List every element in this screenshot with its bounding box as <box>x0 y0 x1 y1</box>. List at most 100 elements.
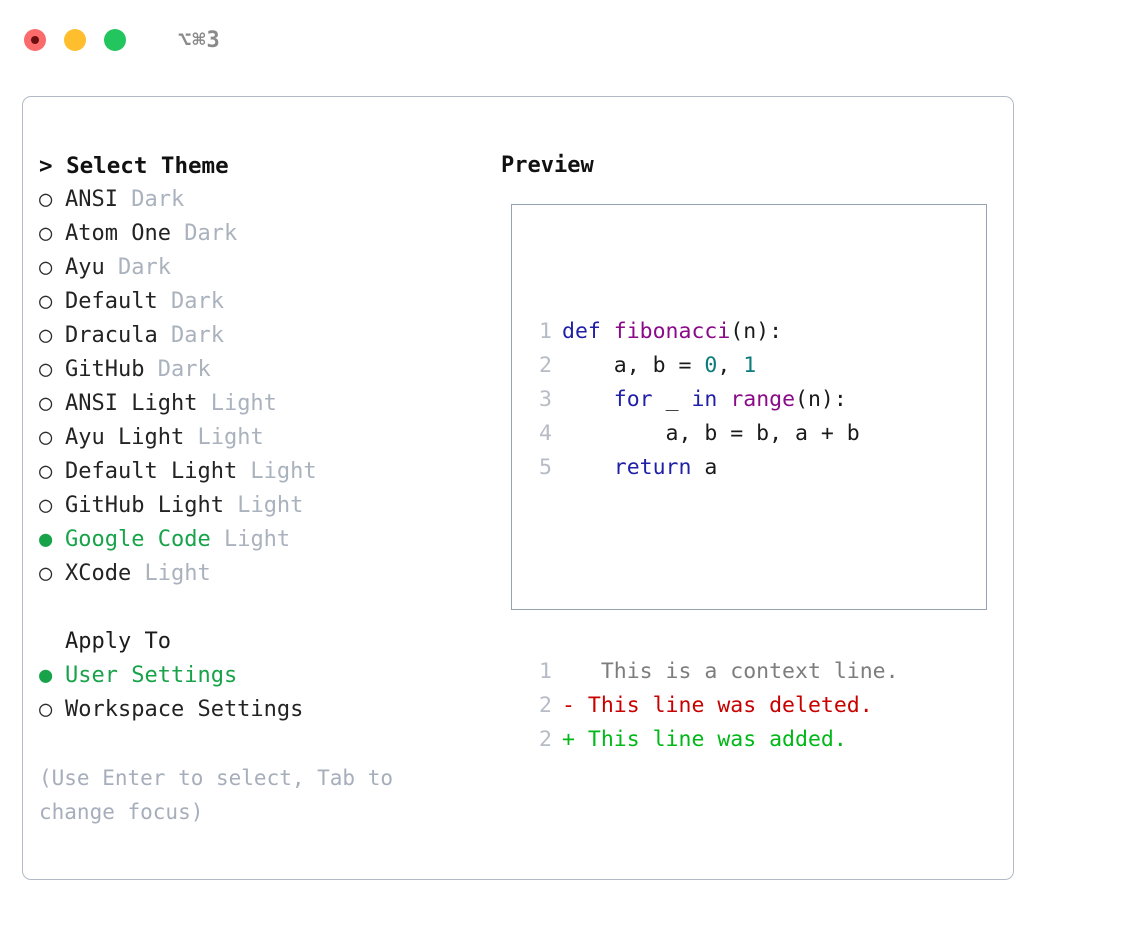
code-line: 5 return a <box>526 451 899 485</box>
keyboard-hint-text: (Use Enter to select, Tab to change focu… <box>39 766 406 824</box>
main-window: > Select Theme ○ANSI Dark○Atom One Dark○… <box>22 96 1014 880</box>
theme-list-item[interactable]: ○Default Light Light <box>39 455 479 489</box>
theme-name: Dracula <box>65 323 158 348</box>
code-token <box>562 387 614 412</box>
line-number: 1 <box>539 319 552 344</box>
theme-list-item[interactable]: ○ ANSI Light Light <box>39 387 479 421</box>
diff-text: This is a context line. <box>574 659 899 684</box>
theme-list-item[interactable]: ○Dracula Dark <box>39 319 479 353</box>
theme-list-item[interactable]: ○ ANSI Dark <box>39 183 479 217</box>
line-number: 2 <box>539 693 552 718</box>
code-token: (n): <box>730 319 783 344</box>
theme-name: Default Light <box>65 459 238 484</box>
theme-name: Google Code <box>65 527 211 552</box>
theme-category: Dark <box>144 357 211 382</box>
theme-name: GitHub Light <box>65 493 224 518</box>
diff-marker: - <box>562 693 575 718</box>
code-token: return <box>613 455 692 480</box>
radio-unselected-icon[interactable]: ○ <box>39 561 53 586</box>
line-number: 2 <box>539 727 552 752</box>
theme-list-item[interactable]: ○ Ayu Light Light <box>39 421 479 455</box>
minimize-window-icon[interactable] <box>64 29 86 51</box>
apply-to-label: Apply To <box>65 629 171 654</box>
theme-category: Light <box>223 493 304 518</box>
theme-category: Light <box>184 425 264 450</box>
theme-name: Atom One <box>65 221 171 246</box>
radio-unselected-icon[interactable]: ○ <box>39 391 53 416</box>
diff-line: 2- This line was deleted. <box>526 689 899 723</box>
theme-name: Ayu <box>65 255 105 280</box>
line-number: 5 <box>539 455 552 480</box>
theme-name: Default <box>65 289 158 314</box>
radio-unselected-icon[interactable]: ○ <box>39 187 53 212</box>
code-token <box>562 455 614 480</box>
diff-marker <box>562 659 575 684</box>
code-token: (n): <box>795 387 847 412</box>
radio-unselected-icon[interactable]: ○ <box>39 255 53 280</box>
line-number: 2 <box>539 353 552 378</box>
theme-list-item[interactable]: ● Google Code Light <box>39 523 479 557</box>
code-diff-gap <box>526 553 899 587</box>
radio-unselected-icon[interactable]: ○ <box>39 493 53 518</box>
radio-unselected-icon[interactable]: ○ <box>39 425 53 450</box>
theme-name: Ayu Light <box>65 425 185 450</box>
diff-line: 1 This is a context line. <box>526 655 899 689</box>
code-token: a <box>691 455 718 480</box>
apply-to-options: ●User Settings ○ Workspace Settings <box>39 659 479 727</box>
theme-list-item[interactable]: ○ GitHub Dark <box>39 353 479 387</box>
diff-sample: 1 This is a context line.2- This line wa… <box>526 655 899 757</box>
radio-unselected-icon[interactable]: ○ <box>39 459 53 484</box>
radio-unselected-icon[interactable]: ○ <box>39 323 53 348</box>
apply-to-option-label: Workspace Settings <box>65 697 304 722</box>
code-token: _ <box>652 387 692 412</box>
keyboard-shortcut-label: ⌥⌘3 <box>178 27 221 53</box>
radio-unselected-icon[interactable]: ○ <box>39 289 53 314</box>
theme-list: ○ ANSI Dark ○ Atom One Dark ○ Ayu Dark ○ Defaul… <box>39 183 479 591</box>
line-number: 4 <box>539 421 552 446</box>
apply-to-option[interactable]: ○ Workspace Settings <box>39 693 479 727</box>
radio-selected-icon[interactable]: ● <box>39 663 53 688</box>
diff-text: This line was deleted. <box>574 693 873 718</box>
theme-category: Light <box>210 527 291 552</box>
theme-name: ANSI Light <box>65 391 198 416</box>
maximize-window-icon[interactable] <box>104 29 126 51</box>
theme-category: Dark <box>170 221 238 246</box>
code-token: , <box>717 353 744 378</box>
theme-list-item[interactable]: ○Default Dark <box>39 285 479 319</box>
theme-picker-heading: > Select Theme <box>39 153 229 179</box>
preview-panel: Preview <box>501 149 594 183</box>
diff-marker: + <box>562 727 575 752</box>
code-token: 0 <box>704 353 718 378</box>
code-token: for <box>613 387 653 412</box>
theme-list-item[interactable]: ○ GitHub Light Light <box>39 489 479 523</box>
theme-list-item[interactable]: ○ Atom One Dark <box>39 217 479 251</box>
code-token: fibonacci <box>613 319 731 344</box>
radio-selected-icon[interactable]: ● <box>39 527 53 552</box>
code-token: a, b = <box>562 353 705 378</box>
theme-category: Light <box>131 561 211 586</box>
code-line: 1 def fibonacci(n): <box>526 315 899 349</box>
code-line: 2 a, b = 0, 1 <box>526 349 899 383</box>
theme-list-item[interactable]: ○Ayu Dark <box>39 251 479 285</box>
theme-name: XCode <box>65 561 132 586</box>
preview-title: Preview <box>501 153 594 178</box>
radio-unselected-icon[interactable]: ○ <box>39 357 53 382</box>
theme-list-item[interactable]: ○ XCode Light <box>39 557 479 591</box>
line-number: 3 <box>539 387 552 412</box>
theme-name: ANSI <box>65 187 118 212</box>
code-token: 1 <box>743 353 757 378</box>
code-token: range <box>730 387 796 412</box>
theme-category: Dark <box>117 187 185 212</box>
apply-to-option[interactable]: ●User Settings <box>39 659 479 693</box>
radio-unselected-icon[interactable]: ○ <box>39 221 53 246</box>
code-token <box>717 387 730 412</box>
theme-picker-panel: > Select Theme ○ANSI Dark○Atom One Dark○… <box>39 149 479 727</box>
code-token: def <box>562 319 614 344</box>
theme-category: Light <box>197 391 277 416</box>
close-window-icon[interactable] <box>24 29 46 51</box>
radio-unselected-icon[interactable]: ○ <box>39 697 53 722</box>
theme-name: GitHub <box>65 357 145 382</box>
